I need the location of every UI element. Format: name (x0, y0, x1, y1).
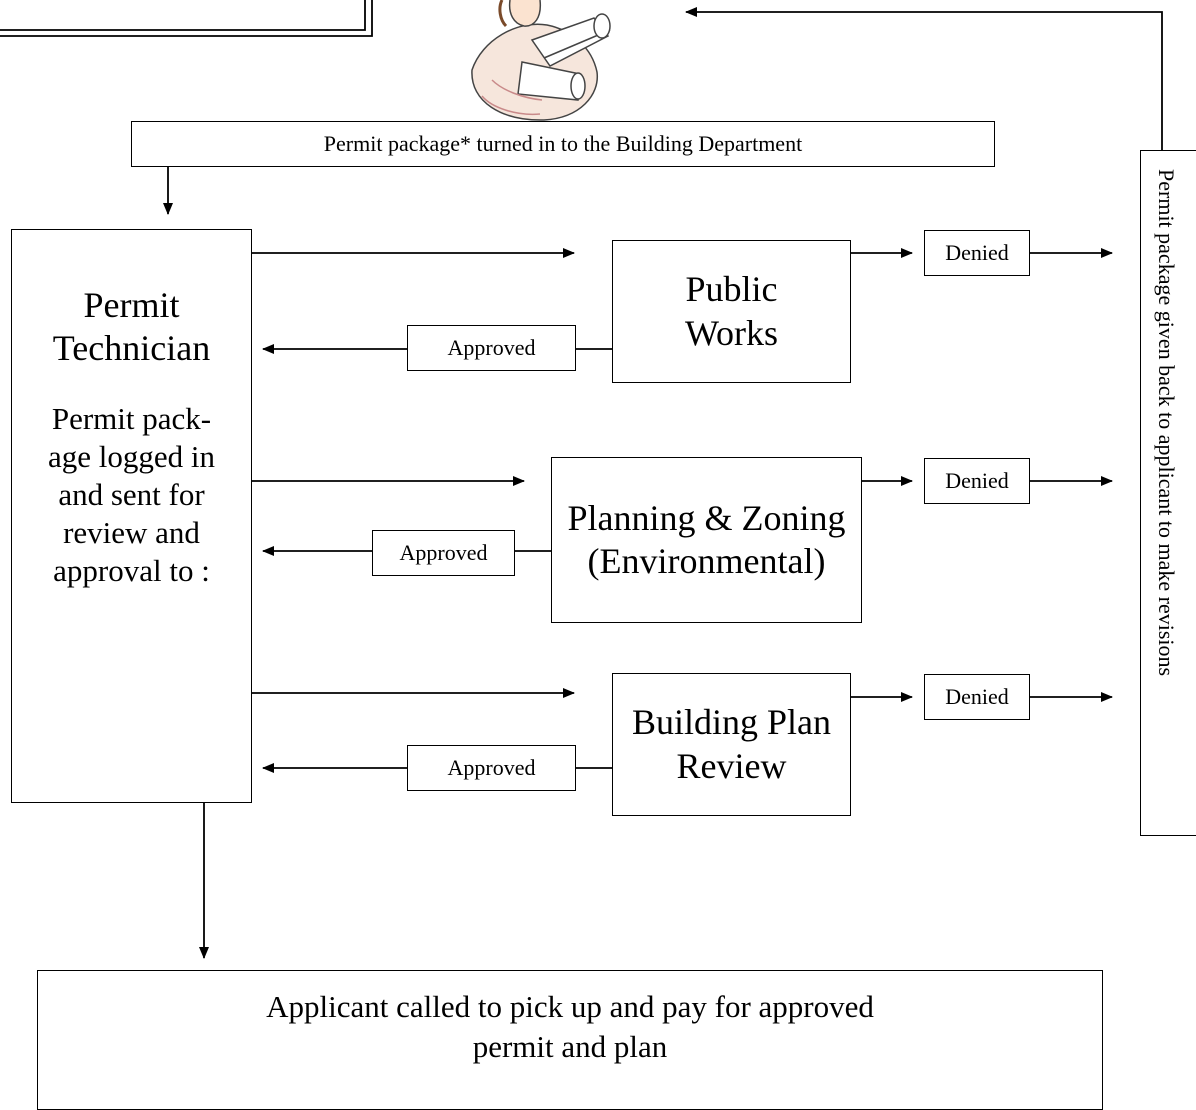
technician-title: Permit Technician (52, 285, 211, 369)
connector-lines (0, 0, 1163, 959)
returned-to-applicant-text: Permit package given back to applicant t… (1154, 169, 1179, 677)
title-frame-inner (0, 0, 366, 31)
approved-label-2: Approved (399, 540, 488, 565)
permit-technician-box: Permit Technician Permit pack- age logge… (11, 229, 252, 803)
building-plan-review-box: Building Plan Review (612, 673, 851, 816)
public-works-box: Public Works (612, 240, 851, 383)
approved-label-1: Approved (447, 335, 536, 360)
approved-badge-3: Approved (407, 745, 576, 791)
final-pickup-box: Applicant called to pick up and pay for … (37, 970, 1103, 1110)
title-frame (0, 0, 373, 37)
final-pickup-text: Applicant called to pick up and pay for … (266, 989, 874, 1065)
planning-zoning-label: Planning & Zoning (Environmental) (567, 497, 846, 581)
planning-zoning-box: Planning & Zoning (Environmental) (551, 457, 862, 623)
denied-badge-1: Denied (924, 230, 1030, 276)
approved-label-3: Approved (447, 755, 536, 780)
approved-badge-2: Approved (372, 530, 515, 576)
intake-text: Permit package* turned in to the Buildin… (323, 131, 803, 156)
denied-label-3: Denied (945, 684, 1009, 709)
denied-badge-3: Denied (924, 674, 1030, 720)
denied-badge-2: Denied (924, 458, 1030, 504)
building-plan-review-label: Building Plan Review (631, 702, 832, 786)
approved-badge-1: Approved (407, 325, 576, 371)
returned-to-applicant-box: Permit package given back to applicant t… (1140, 150, 1196, 836)
return-path-line (685, 7, 1163, 150)
technician-body: Permit pack- age logged in and sent for … (47, 401, 215, 588)
person-holding-blueprints-icon (471, 0, 611, 121)
denied-label-2: Denied (945, 468, 1009, 493)
public-works-label: Public Works (684, 269, 779, 353)
intake-box: Permit package* turned in to the Buildin… (131, 121, 995, 167)
denied-label-1: Denied (945, 240, 1009, 265)
